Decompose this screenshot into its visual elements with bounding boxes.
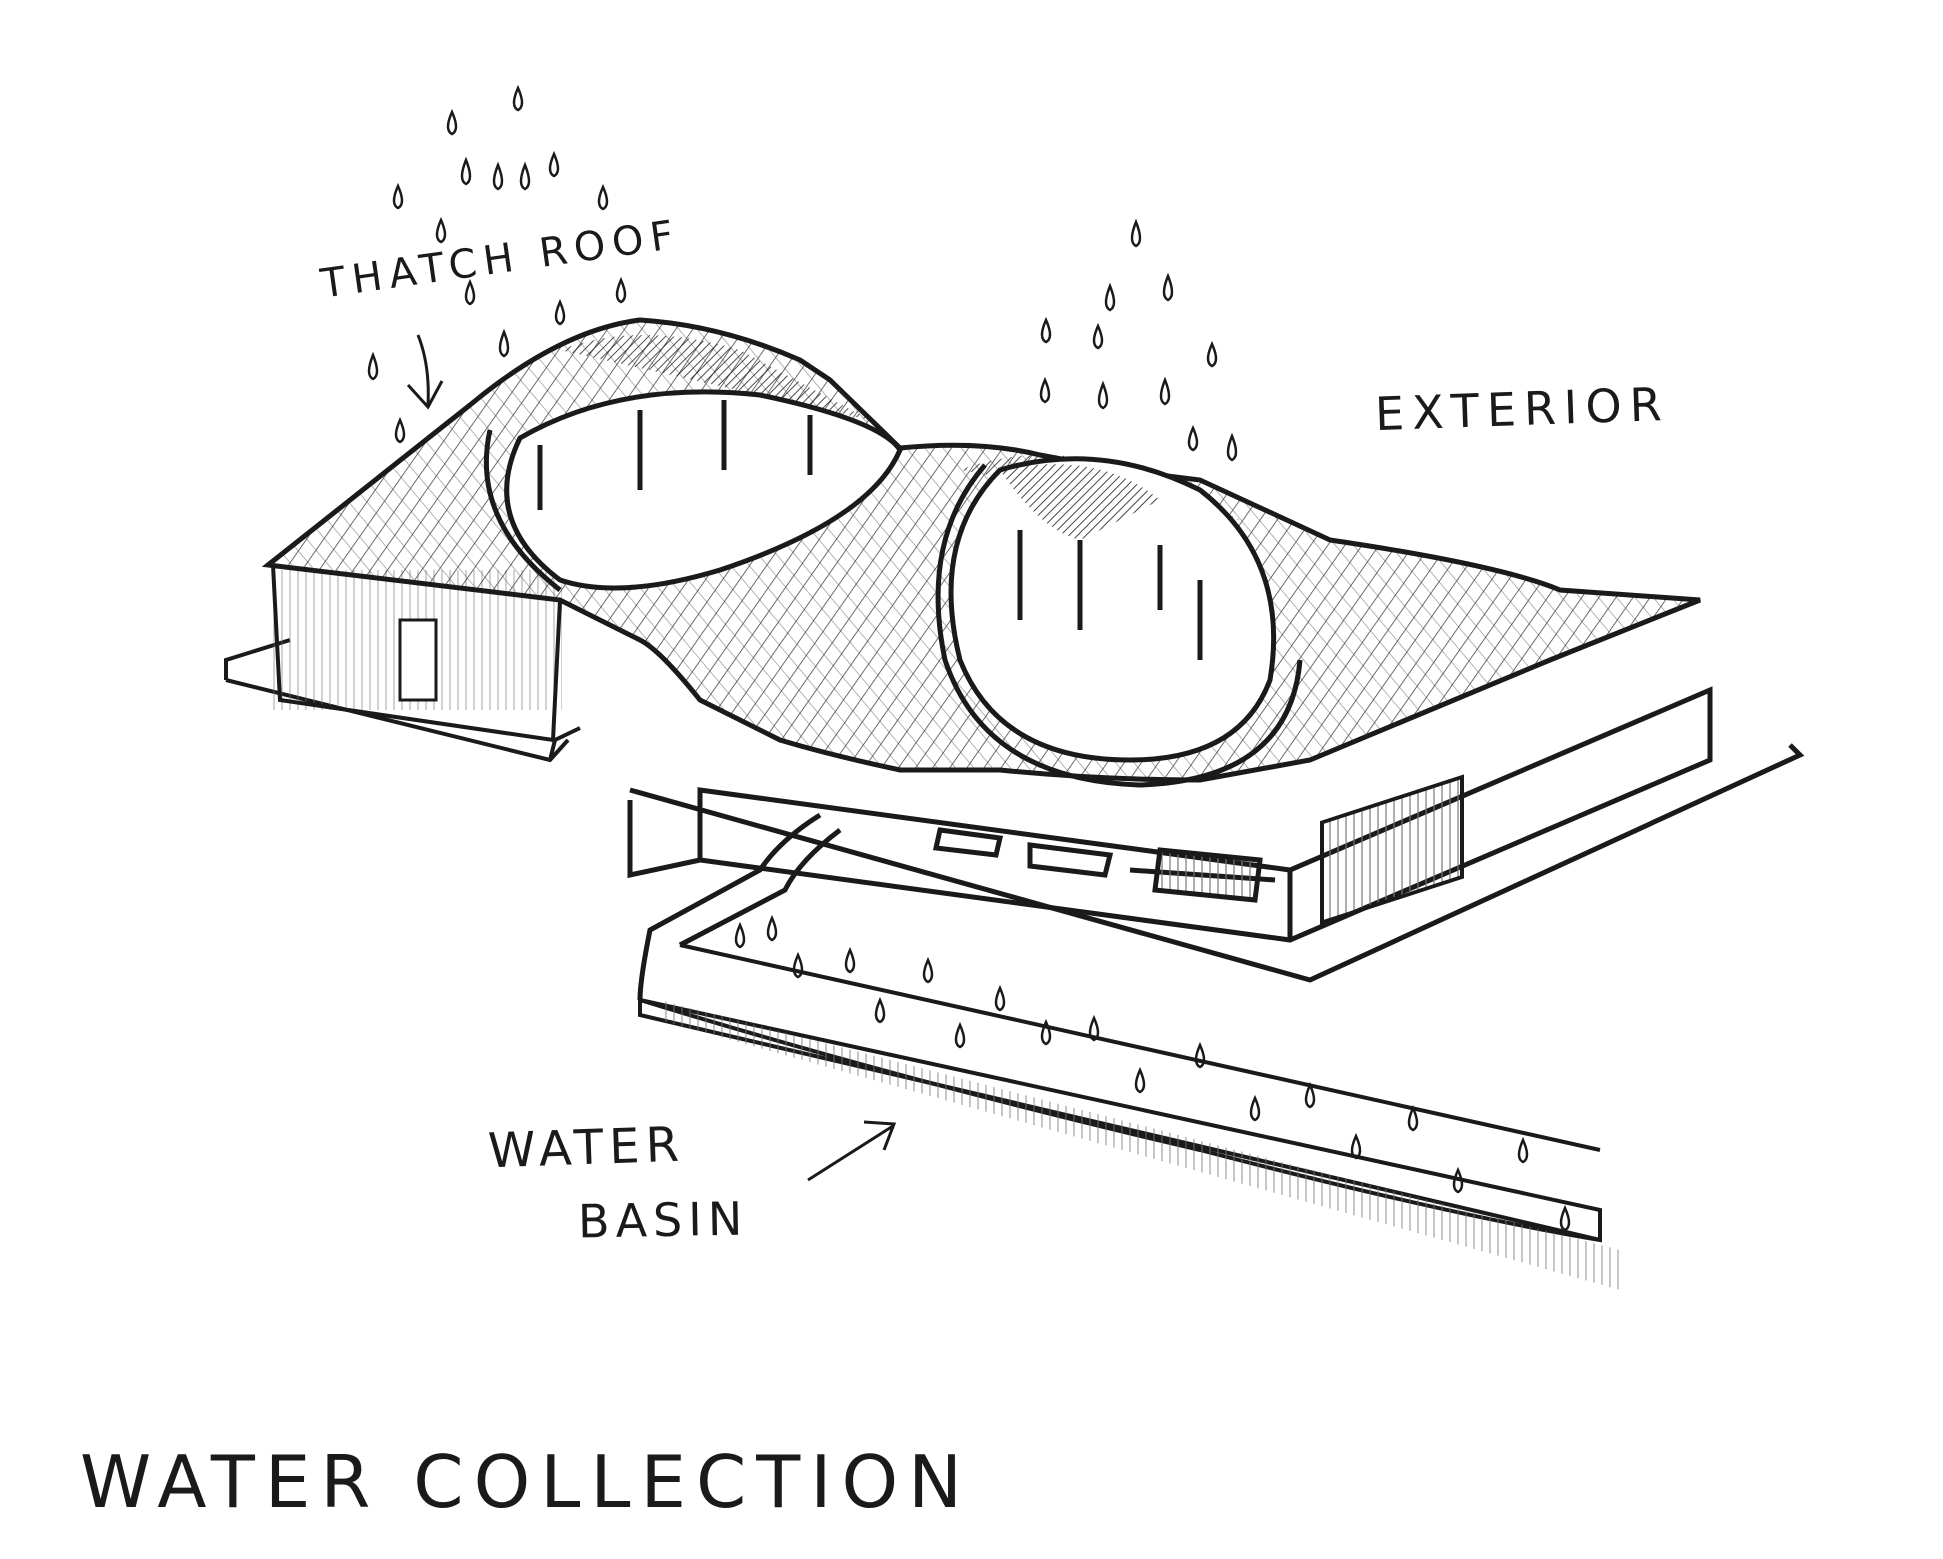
water-label: WATER [487, 1116, 686, 1180]
basin-label: BASIN [577, 1191, 749, 1249]
page-title: WATER COLLECTION [80, 1440, 972, 1524]
thatch-roof-arrow [406, 334, 444, 410]
rain-drops-middle [1039, 218, 1238, 462]
downspout-pipe [637, 812, 842, 1001]
right-courtyard [935, 456, 1303, 788]
left-courtyard [483, 389, 903, 592]
rain-drops-basin [734, 914, 1571, 1232]
water-basin-arrow [807, 1120, 897, 1182]
right-building [627, 686, 1805, 983]
water-basin [638, 943, 1620, 1290]
exterior-label: EXTERIOR [1374, 376, 1671, 442]
rain-drops-left [367, 84, 627, 444]
